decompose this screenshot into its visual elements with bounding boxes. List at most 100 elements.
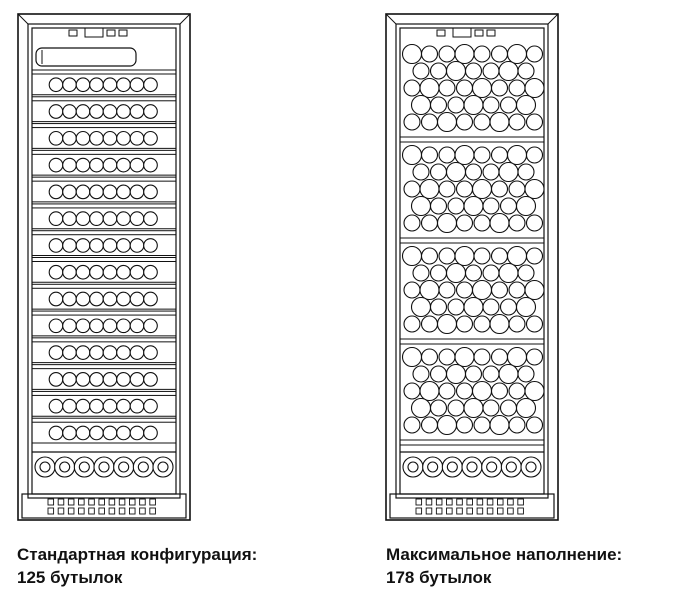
cabinet-outer-frame [17, 13, 191, 521]
bottle-end [129, 130, 145, 146]
control-button [68, 29, 78, 37]
bottle-end [89, 425, 104, 441]
stacked-bottle-end [403, 113, 421, 131]
bottle-end [116, 130, 131, 146]
door-glass-frame [395, 23, 549, 499]
stacked-bottle-end [508, 382, 526, 400]
stacked-bottle-end [482, 96, 500, 114]
vent-slot [435, 507, 443, 515]
bottle-end [102, 211, 118, 227]
bottle-end [48, 264, 64, 280]
bottle-end [62, 345, 77, 360]
frame-corner [17, 13, 29, 25]
stacked-bottle-end [420, 113, 439, 131]
bottle-end [143, 104, 158, 119]
bottle-end [75, 157, 91, 173]
bottle-end [48, 130, 64, 146]
stacked-bottle-end [410, 397, 432, 419]
vent-slot [415, 498, 423, 506]
bottle-end [75, 104, 91, 119]
vent-slot [486, 507, 494, 515]
stacked-bottle-end [525, 348, 544, 366]
bottle-base-inner [78, 461, 90, 473]
bottle-end [129, 184, 145, 200]
bottle-end [89, 398, 104, 414]
stacked-bottle-end [471, 178, 493, 200]
stacked-bottle-end [419, 380, 440, 402]
stacked-bottle-end [464, 365, 483, 383]
stacked-bottle-end [515, 195, 537, 217]
bottle-end [102, 264, 118, 280]
stacked-bottle-end [463, 397, 484, 419]
stacked-bottle-end [524, 279, 545, 301]
bottle-end [62, 184, 77, 200]
vent-slot [88, 498, 95, 506]
stacked-bottle-end [515, 296, 537, 318]
bottle-end [129, 104, 145, 119]
lying-bottle [35, 47, 137, 67]
bottle-end [48, 345, 64, 360]
stacked-bottle-end [455, 180, 474, 198]
stacked-bottle-end [455, 79, 474, 97]
bottle-end [102, 398, 118, 414]
control-button [118, 29, 128, 37]
bottle-end [102, 372, 118, 387]
bottle-end [62, 425, 77, 441]
bottle-end [129, 318, 145, 334]
bottle-end [102, 184, 118, 200]
stacked-bottle-end [490, 146, 509, 164]
bottle-end [89, 264, 104, 280]
bottle-end [116, 372, 131, 387]
bottle-end [143, 291, 158, 307]
frame-corner [547, 13, 559, 25]
bottle-end [48, 238, 64, 253]
bottle-end [62, 264, 77, 280]
shelf-rail [31, 149, 177, 155]
stacked-bottle-end [455, 382, 474, 400]
stacked-bottle-end [419, 178, 440, 200]
bottle-end [62, 157, 77, 173]
bottle-end [116, 264, 131, 280]
stacked-bottle-end [455, 113, 474, 131]
bottle-end [48, 211, 64, 227]
bottle-end [62, 291, 77, 307]
bottle-end [129, 77, 145, 93]
stacked-bottle-end [464, 264, 483, 282]
stacked-bottle-end [412, 163, 430, 181]
bottle-end [75, 211, 91, 227]
stacked-bottle-end [447, 399, 465, 417]
bottle-end [116, 211, 131, 227]
stacked-bottle-end [420, 146, 439, 164]
stacked-bottle-end [482, 399, 500, 417]
stacked-bottle-end [499, 96, 518, 114]
bottle-end [48, 372, 64, 387]
shelf-rail [31, 69, 177, 75]
stacked-bottle-end [490, 180, 509, 198]
stacked-bottle-end [517, 365, 535, 383]
shelf-rail [31, 230, 177, 236]
stacked-bottle-end [429, 264, 448, 282]
bottle-end [116, 238, 131, 253]
bottle-end [102, 77, 118, 93]
bottle-end [62, 130, 77, 146]
stacked-bottle-end [403, 315, 421, 333]
vent-slot [497, 498, 504, 506]
stacked-bottle-end [429, 197, 448, 215]
bottle-end [75, 238, 91, 253]
bottle-end [75, 77, 91, 93]
bottle-end [143, 77, 158, 93]
stacked-bottle-end [438, 45, 456, 63]
bottle-end [143, 238, 158, 253]
stacked-bottle-end [455, 281, 474, 299]
bottle-end [62, 238, 77, 253]
bottle-end [62, 211, 77, 227]
stacked-bottle-end [412, 62, 430, 80]
stacked-bottle-end [517, 163, 535, 181]
stacked-bottle-end [473, 214, 491, 232]
vent-slot [57, 498, 65, 506]
stacked-bottle-end [403, 180, 421, 198]
stacked-bottle-end [508, 180, 526, 198]
stacked-bottle-end [454, 144, 475, 166]
stacked-bottle-end [454, 346, 475, 368]
vent-grille-frame [21, 493, 187, 519]
